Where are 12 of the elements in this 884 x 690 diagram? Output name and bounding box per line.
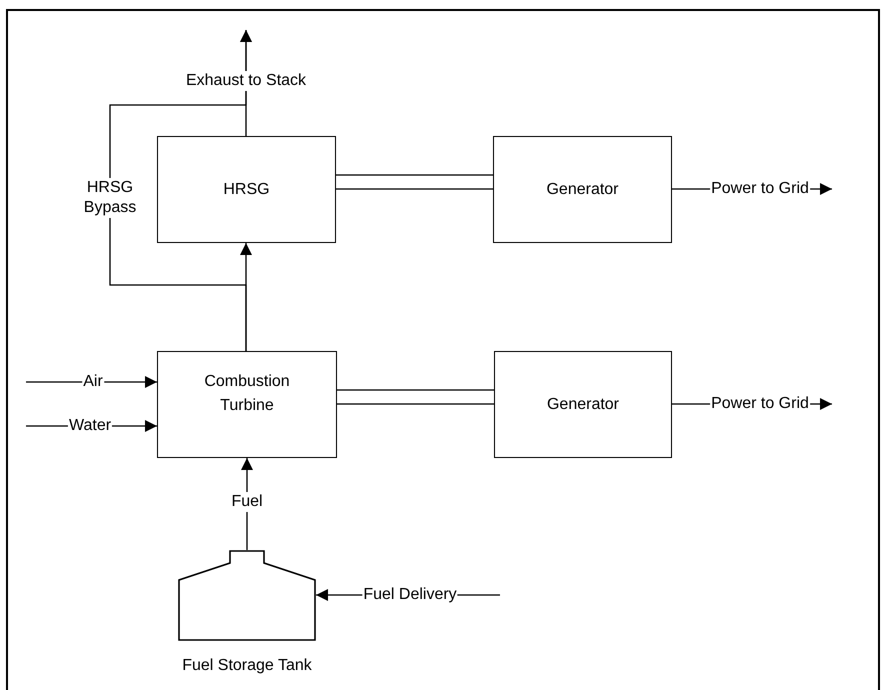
- process-box: Generator: [494, 351, 672, 458]
- edge-label: Exhaust to Stack: [184, 71, 308, 91]
- arrow: [109, 30, 252, 351]
- arrow: [26, 376, 157, 388]
- shaft-line: [336, 389, 495, 405]
- process-box: Combustion Turbine: [157, 351, 337, 458]
- edge-label: Fuel Delivery: [362, 585, 458, 605]
- tank-label: Fuel Storage Tank: [182, 656, 312, 676]
- process-box: HRSG: [157, 136, 336, 243]
- shaft-line: [335, 174, 494, 190]
- edge-label: Fuel: [230, 492, 264, 512]
- process-box: Generator: [493, 136, 672, 243]
